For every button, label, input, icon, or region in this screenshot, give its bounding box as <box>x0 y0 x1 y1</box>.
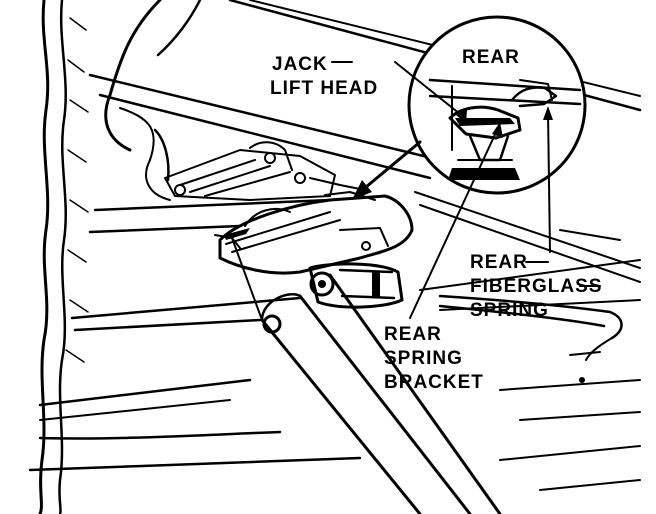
rear-fiberglass-spring-line-2: FIBERGLASS <box>470 276 602 297</box>
inset-title: REAR <box>462 47 520 68</box>
rear-detail-inset <box>407 15 587 195</box>
jack-lift-head-line-1: JACK <box>272 54 328 75</box>
hanger-brackets <box>153 128 376 201</box>
rear-fiberglass-spring-line-3: SPRING <box>470 300 549 321</box>
rear-fiberglass-spring-line-1: REAR <box>470 252 528 273</box>
rear-spring-bracket-label: REAR SPRING BRACKET <box>384 324 484 393</box>
jack-lift-head-label: JACK LIFT HEAD <box>270 54 378 99</box>
rear-spring-bracket-line-3: BRACKET <box>384 372 484 393</box>
callout-leaders <box>352 61 553 319</box>
label-ticks <box>331 61 601 287</box>
spring-bracket-assembly <box>214 194 414 309</box>
fiberglass-spring-drawing <box>438 294 623 383</box>
rear-spring-bracket-line-2: SPRING <box>384 348 463 369</box>
tire-sidewall <box>38 0 89 514</box>
frame-rails <box>28 191 641 491</box>
rear-fiberglass-spring-label: REAR FIBERGLASS SPRING <box>470 252 602 321</box>
jack-lift-head-line-2: LIFT HEAD <box>270 78 378 99</box>
control-arm <box>231 237 502 514</box>
rear-spring-bracket-line-1: REAR <box>384 324 442 345</box>
